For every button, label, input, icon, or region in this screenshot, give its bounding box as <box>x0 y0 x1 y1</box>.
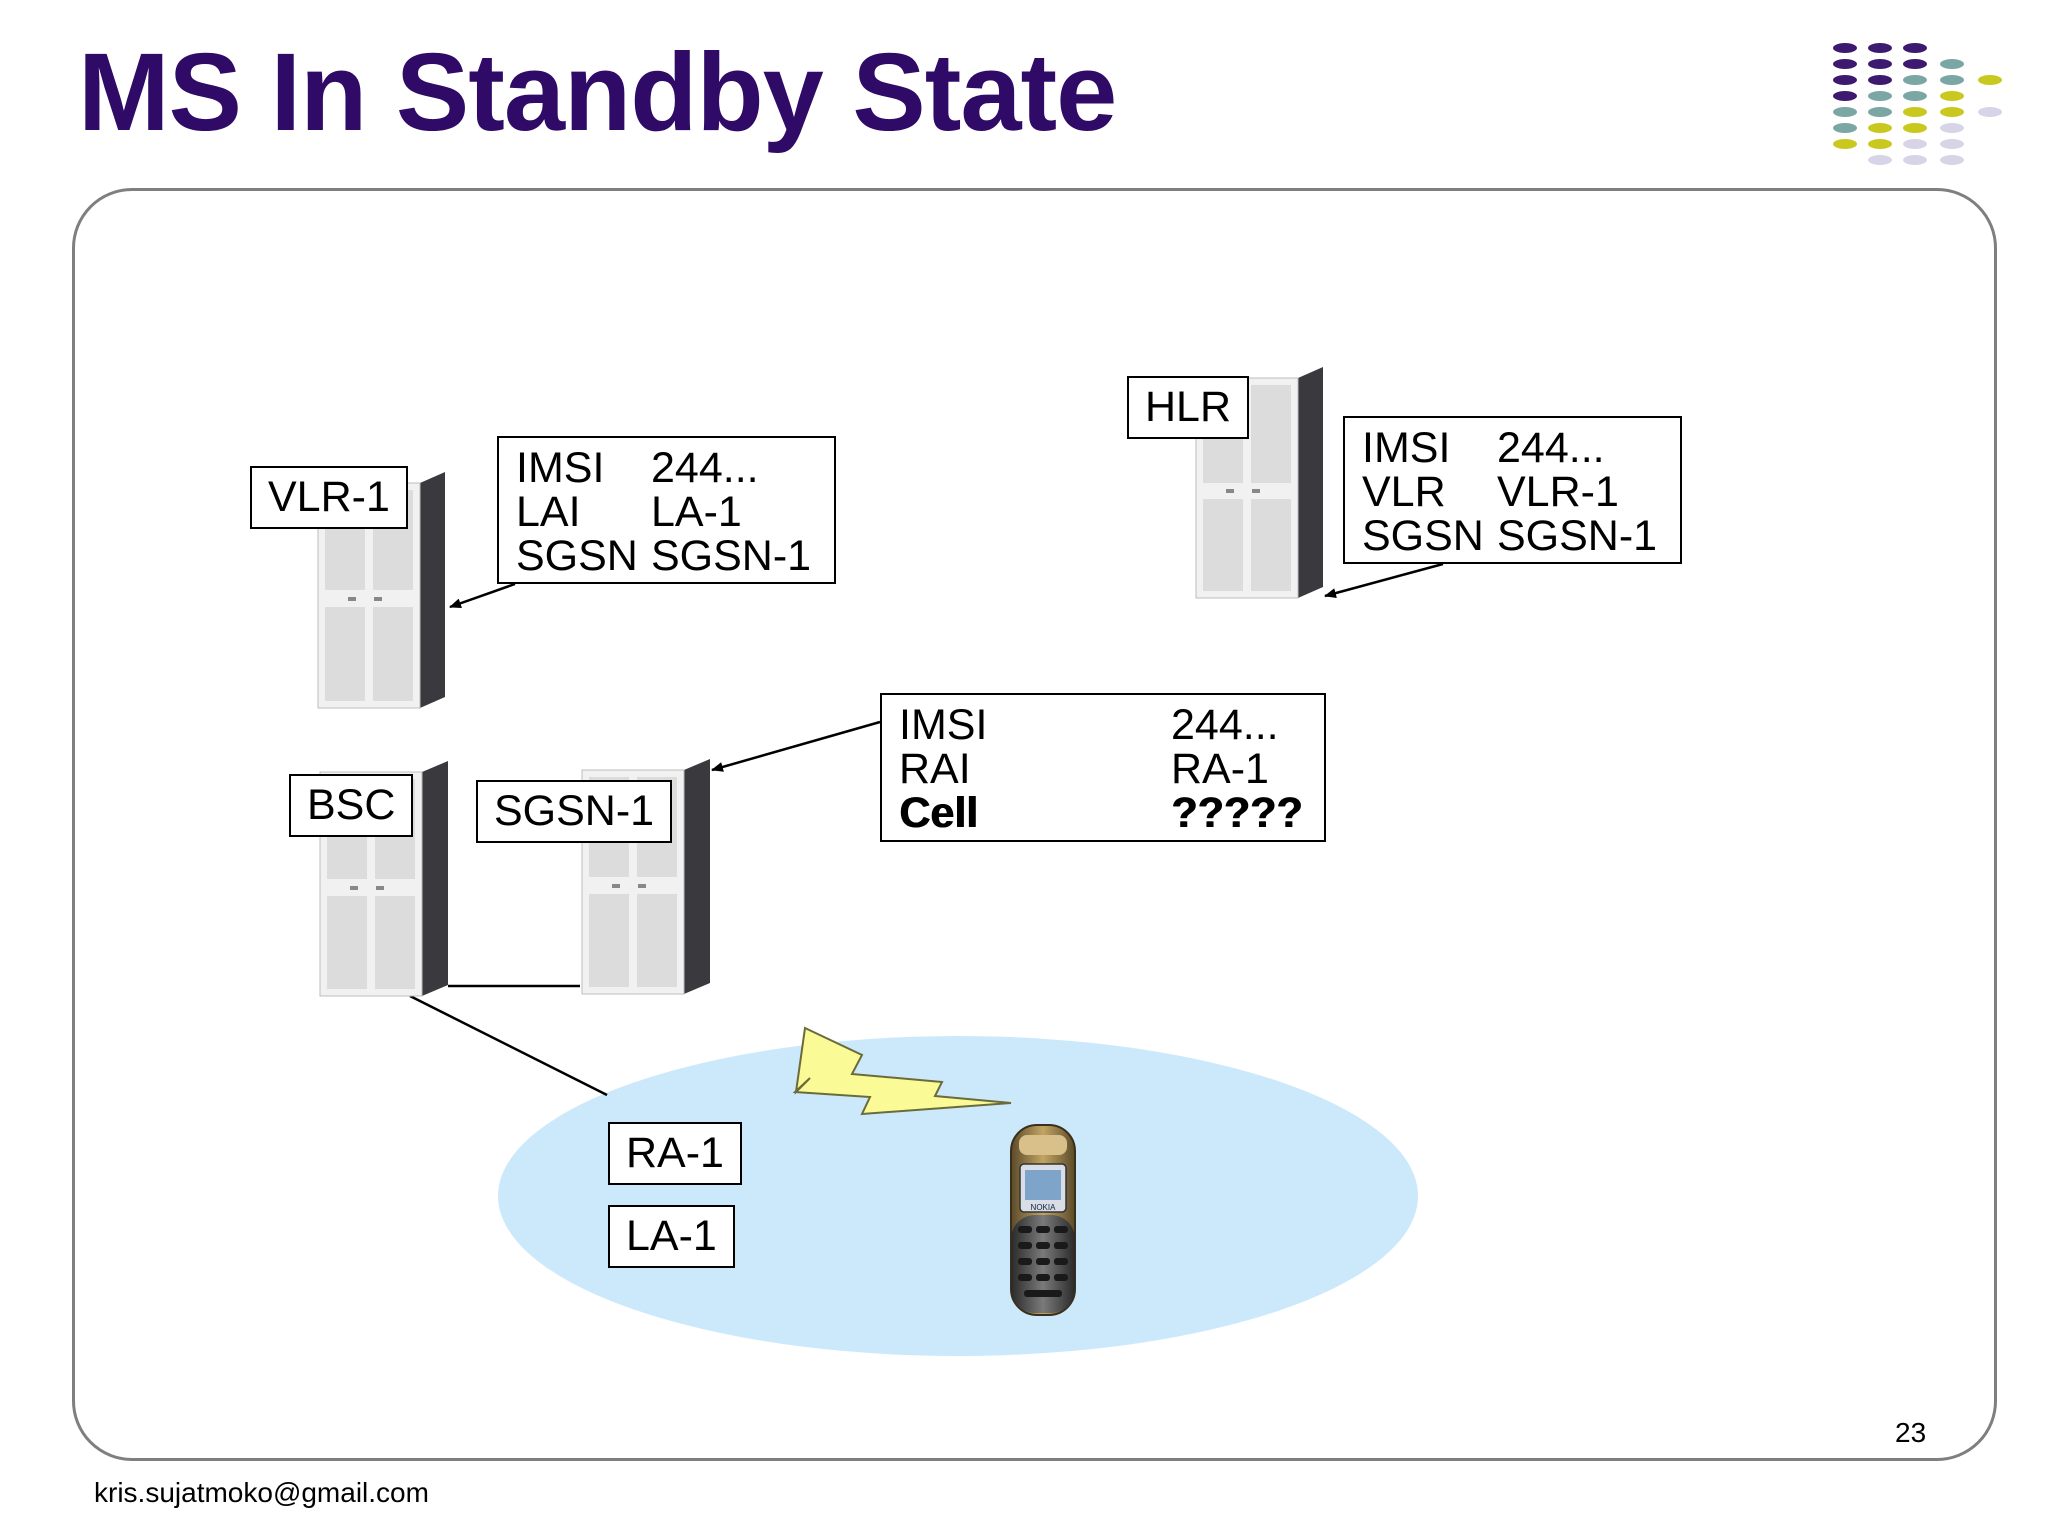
table-row: RAI RA-1 <box>899 747 1324 791</box>
vlr-lai-value: LA-1 <box>651 487 742 536</box>
routing-area-label: RA-1 <box>608 1122 742 1185</box>
radio-signal-icon <box>792 1026 1012 1116</box>
hlr-imsi-key: IMSI <box>1362 423 1451 472</box>
bsc-label: BSC <box>289 774 414 837</box>
hlr-imsi-value: 244... <box>1497 423 1605 472</box>
sgsn-cell-value: ????? <box>1171 788 1303 837</box>
sgsn-cell-key: Cell <box>899 788 978 837</box>
bsc-area-link <box>409 994 608 1097</box>
vlr-sgsn-key: SGSN <box>516 531 638 580</box>
vlr-label: VLR-1 <box>250 466 408 529</box>
hlr-vlr-key: VLR <box>1362 467 1446 516</box>
hlr-vlr-value: VLR-1 <box>1497 467 1619 516</box>
routing-area-ellipse <box>498 1036 1418 1356</box>
table-row: SGSN SGSN-1 <box>1362 514 1680 558</box>
vlr-subscriber-table: IMSI 244... LAI LA-1 SGSN SGSN-1 <box>497 436 836 584</box>
vlr-sgsn-value: SGSN-1 <box>651 531 812 580</box>
dots-lavender <box>1868 107 2002 165</box>
table-row: SGSN SGSN-1 <box>516 534 834 578</box>
slide-title: MS In Standby State <box>78 31 1117 154</box>
hlr-table-arrow <box>1324 562 1444 598</box>
dots-yellow <box>1833 75 2002 149</box>
hlr-subscriber-table: IMSI 244... VLR VLR-1 SGSN SGSN-1 <box>1343 416 1682 564</box>
dots-purple <box>1833 43 1927 101</box>
sgsn-imsi-value: 244... <box>1171 700 1279 749</box>
sgsn-mobility-table: IMSI 244... RAI RA-1 Cell ????? <box>880 693 1326 842</box>
vlr-table-arrow <box>449 582 516 609</box>
vlr-imsi-value: 244... <box>651 443 759 492</box>
table-row: IMSI 244... <box>1362 426 1680 470</box>
author-email: kris.sujatmoko@gmail.com <box>94 1477 429 1508</box>
table-row: LAI LA-1 <box>516 490 834 534</box>
hlr-label: HLR <box>1127 376 1250 439</box>
hlr-sgsn-value: SGSN-1 <box>1497 511 1658 560</box>
mobile-phone-icon: NOKIA <box>1010 1124 1076 1316</box>
table-row: Cell ????? <box>899 791 1324 835</box>
sgsn-rai-key: RAI <box>899 744 971 793</box>
hlr-sgsn-key: SGSN <box>1362 511 1484 560</box>
vlr-lai-key: LAI <box>516 487 581 536</box>
sgsn-table-arrow <box>711 720 881 772</box>
phone-brand-label: NOKIA <box>1031 1203 1057 1212</box>
vlr-imsi-key: IMSI <box>516 443 605 492</box>
page-number: 23 <box>1895 1417 1927 1448</box>
table-row: IMSI 244... <box>516 446 834 490</box>
table-row: IMSI 244... <box>899 703 1324 747</box>
table-row: VLR VLR-1 <box>1362 470 1680 514</box>
location-area-label: LA-1 <box>608 1205 735 1268</box>
content-frame <box>72 188 1997 1461</box>
decorative-dot-grid <box>1833 43 2002 165</box>
dots-teal <box>1833 59 1964 133</box>
sgsn-rai-value: RA-1 <box>1171 744 1269 793</box>
sgsn-label: SGSN-1 <box>476 780 673 843</box>
sgsn-imsi-key: IMSI <box>899 700 988 749</box>
hlr-server-icon <box>1195 367 1323 599</box>
